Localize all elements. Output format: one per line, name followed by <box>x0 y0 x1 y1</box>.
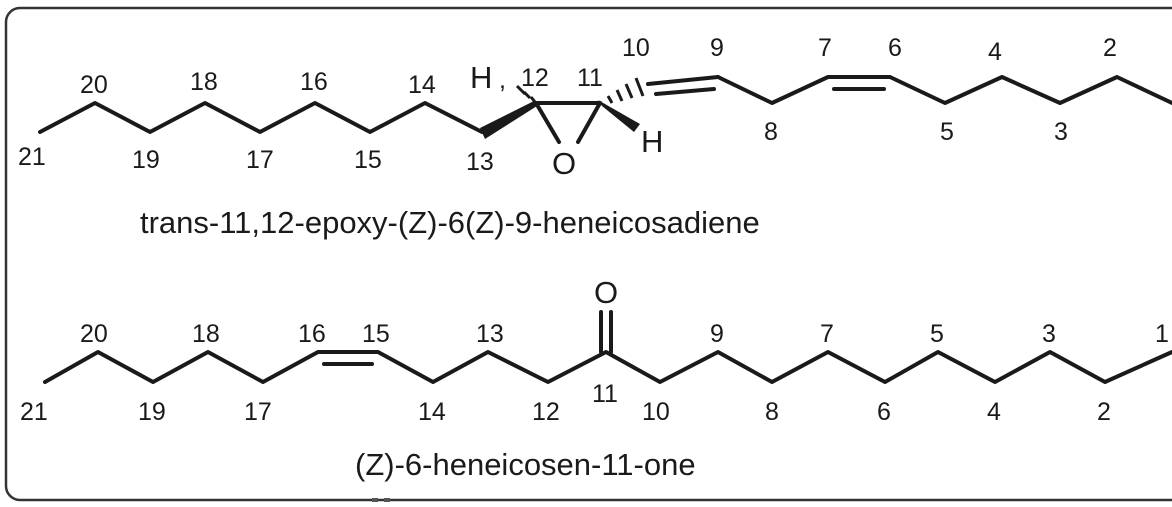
molecule-1-bond-10-9 <box>646 75 720 86</box>
molecule-1-bond-10-9-inner <box>654 87 716 96</box>
molecule-1-labels: 21 20 19 18 17 16 15 14 13 H , 12 11 O H… <box>18 34 1117 181</box>
label-m1-h-right: H <box>641 124 663 159</box>
molecule-1-hashed-bond-11-10 <box>606 77 645 104</box>
molecule-2-name: (Z)-6-heneicosen-11-one <box>355 447 696 482</box>
label-m1-c4: 4 <box>988 38 1002 66</box>
label-m1-c21: 21 <box>18 143 46 171</box>
cropped-text-remnant <box>372 498 390 502</box>
molecule-1-wedge-11-h <box>598 100 640 132</box>
label-m2-c7: 7 <box>820 320 834 348</box>
molecule-1-skeleton <box>38 75 1172 144</box>
label-m2-c14: 14 <box>418 398 446 426</box>
label-m2-c9: 9 <box>710 320 724 348</box>
molecule-2-skeleton <box>43 310 1172 384</box>
label-m2-c2: 2 <box>1097 398 1111 426</box>
label-m2-c13: 13 <box>476 320 504 348</box>
label-m2-c16: 16 <box>298 320 326 348</box>
label-m1-c13: 13 <box>466 148 494 176</box>
label-m1-c19: 19 <box>132 146 160 174</box>
label-m1-c6: 6 <box>888 34 902 62</box>
label-m1-c12: 12 <box>521 64 549 92</box>
label-m1-c16: 16 <box>300 68 328 96</box>
molecule-1-bond-11-o <box>576 101 602 144</box>
label-m1-c14: 14 <box>408 71 436 99</box>
label-m2-c17: 17 <box>244 398 272 426</box>
molecule-1-bond-12-o <box>534 101 561 144</box>
label-m2-c20: 20 <box>80 320 108 348</box>
label-m2-c18: 18 <box>192 320 220 348</box>
molecule-1-chain-right <box>716 75 1172 105</box>
figure-frame <box>4 6 1172 502</box>
label-m2-c1: 1 <box>1155 320 1169 348</box>
label-m2-c10: 10 <box>642 398 670 426</box>
molecule-2-labels: O 21 20 19 18 17 16 15 14 13 12 11 10 9 … <box>20 275 1169 426</box>
label-m2-oxygen: O <box>594 275 618 310</box>
label-m1-c18: 18 <box>190 68 218 96</box>
label-m1-c7: 7 <box>818 34 832 62</box>
label-m1-c10: 10 <box>622 34 650 62</box>
label-m2-c3: 3 <box>1042 320 1056 348</box>
label-m2-c12: 12 <box>532 398 560 426</box>
molecule-1-hashed-bond-12-h <box>515 84 537 103</box>
label-m1-c9: 9 <box>710 34 724 62</box>
molecule-1-wedge-13-12 <box>480 101 537 139</box>
label-m2-c5: 5 <box>930 320 944 348</box>
label-m2-c8: 8 <box>765 398 779 426</box>
molecule-2-chain <box>43 350 1172 384</box>
label-m2-c21: 21 <box>20 398 48 426</box>
label-m2-c4: 4 <box>987 398 1001 426</box>
label-m1-c20: 20 <box>80 71 108 99</box>
label-m1-c8: 8 <box>764 118 778 146</box>
molecule-1-name: trans-11,12-epoxy-(Z)-6(Z)-9-heneicosadi… <box>140 205 760 240</box>
label-m2-c11: 11 <box>592 380 618 408</box>
label-m1-h-left: H <box>470 60 492 95</box>
label-m1-c5: 5 <box>940 118 954 146</box>
label-m1-c17: 17 <box>246 146 274 174</box>
label-m2-c19: 19 <box>138 398 166 426</box>
label-m1-h-comma: , <box>499 66 506 94</box>
molecule-1-chain-left <box>38 101 484 134</box>
label-m1-c3: 3 <box>1054 118 1068 146</box>
label-m1-c15: 15 <box>354 146 382 174</box>
label-m1-c11: 11 <box>577 64 603 92</box>
label-m2-c15: 15 <box>362 320 390 348</box>
label-m2-c6: 6 <box>877 398 891 426</box>
label-m1-oxygen: O <box>552 146 576 181</box>
label-m1-c2: 2 <box>1103 34 1117 62</box>
